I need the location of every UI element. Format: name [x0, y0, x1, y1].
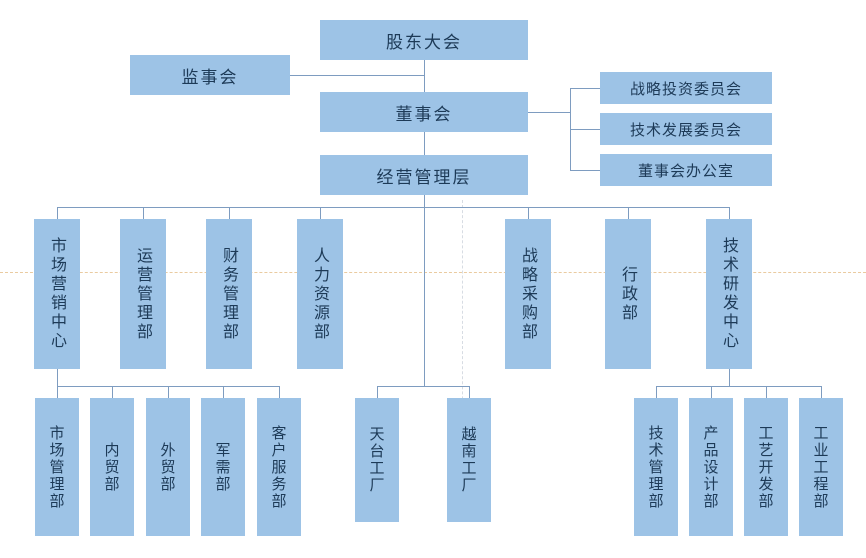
node-board-of-directors: 董事会	[320, 92, 528, 132]
connector-line	[290, 75, 424, 76]
node-customer-service-dept: 客户服务部	[257, 398, 301, 536]
node-vietnam-factory: 越南工厂	[447, 398, 491, 522]
node-shareholders-meeting: 股东大会	[320, 20, 528, 60]
connector-line	[424, 195, 425, 207]
node-tech-development-committee: 技术发展委员会	[600, 113, 772, 145]
node-finance-dept: 财务管理部	[206, 219, 252, 369]
connector-line	[570, 170, 600, 171]
connector-line	[112, 386, 113, 398]
connector-line	[57, 386, 58, 398]
connector-line	[57, 369, 58, 386]
connector-line	[570, 88, 600, 89]
connector-line	[377, 386, 378, 398]
connector-line	[57, 207, 58, 219]
connector-line	[469, 386, 470, 398]
node-product-design-dept: 产品设计部	[689, 398, 733, 536]
node-hr-dept: 人力资源部	[297, 219, 343, 369]
node-market-mgmt-dept: 市场管理部	[35, 398, 79, 536]
connector-line	[729, 369, 730, 386]
node-supervisory-board: 监事会	[130, 55, 290, 95]
connector-line	[424, 207, 425, 386]
connector-line	[711, 386, 712, 398]
connector-line	[628, 207, 629, 219]
node-foreign-trade-dept: 外贸部	[146, 398, 190, 536]
node-board-office: 董事会办公室	[600, 154, 772, 186]
node-process-dev-dept: 工艺开发部	[744, 398, 788, 536]
connector-line	[57, 207, 729, 208]
connector-line	[656, 386, 821, 387]
connector-line	[570, 129, 600, 130]
connector-line	[766, 386, 767, 398]
connector-line	[223, 386, 224, 398]
connector-line	[377, 386, 469, 387]
connector-line	[320, 207, 321, 219]
connector-line	[424, 132, 425, 155]
connector-line	[143, 207, 144, 219]
vertical-guide-line	[462, 200, 463, 480]
node-strategic-procurement-dept: 战略采购部	[505, 219, 551, 369]
node-domestic-trade-dept: 内贸部	[90, 398, 134, 536]
connector-line	[656, 386, 657, 398]
connector-line	[279, 386, 280, 398]
connector-line	[821, 386, 822, 398]
node-tiantai-factory: 天台工厂	[355, 398, 399, 522]
node-rnd-center: 技术研发中心	[706, 219, 752, 369]
node-industrial-eng-dept: 工业工程部	[799, 398, 843, 536]
node-strategic-investment-committee: 战略投资委员会	[600, 72, 772, 104]
node-admin-dept: 行政部	[605, 219, 651, 369]
node-tech-mgmt-dept: 技术管理部	[634, 398, 678, 536]
connector-line	[229, 207, 230, 219]
connector-line	[729, 207, 730, 219]
connector-line	[528, 207, 529, 219]
connector-line	[424, 60, 425, 92]
node-marketing-center: 市场营销中心	[34, 219, 80, 369]
node-operations-dept: 运营管理部	[120, 219, 166, 369]
connector-line	[168, 386, 169, 398]
connector-line	[528, 112, 570, 113]
node-military-supply-dept: 军需部	[201, 398, 245, 536]
horizontal-guide-line	[0, 272, 866, 273]
node-management-layer: 经营管理层	[320, 155, 528, 195]
